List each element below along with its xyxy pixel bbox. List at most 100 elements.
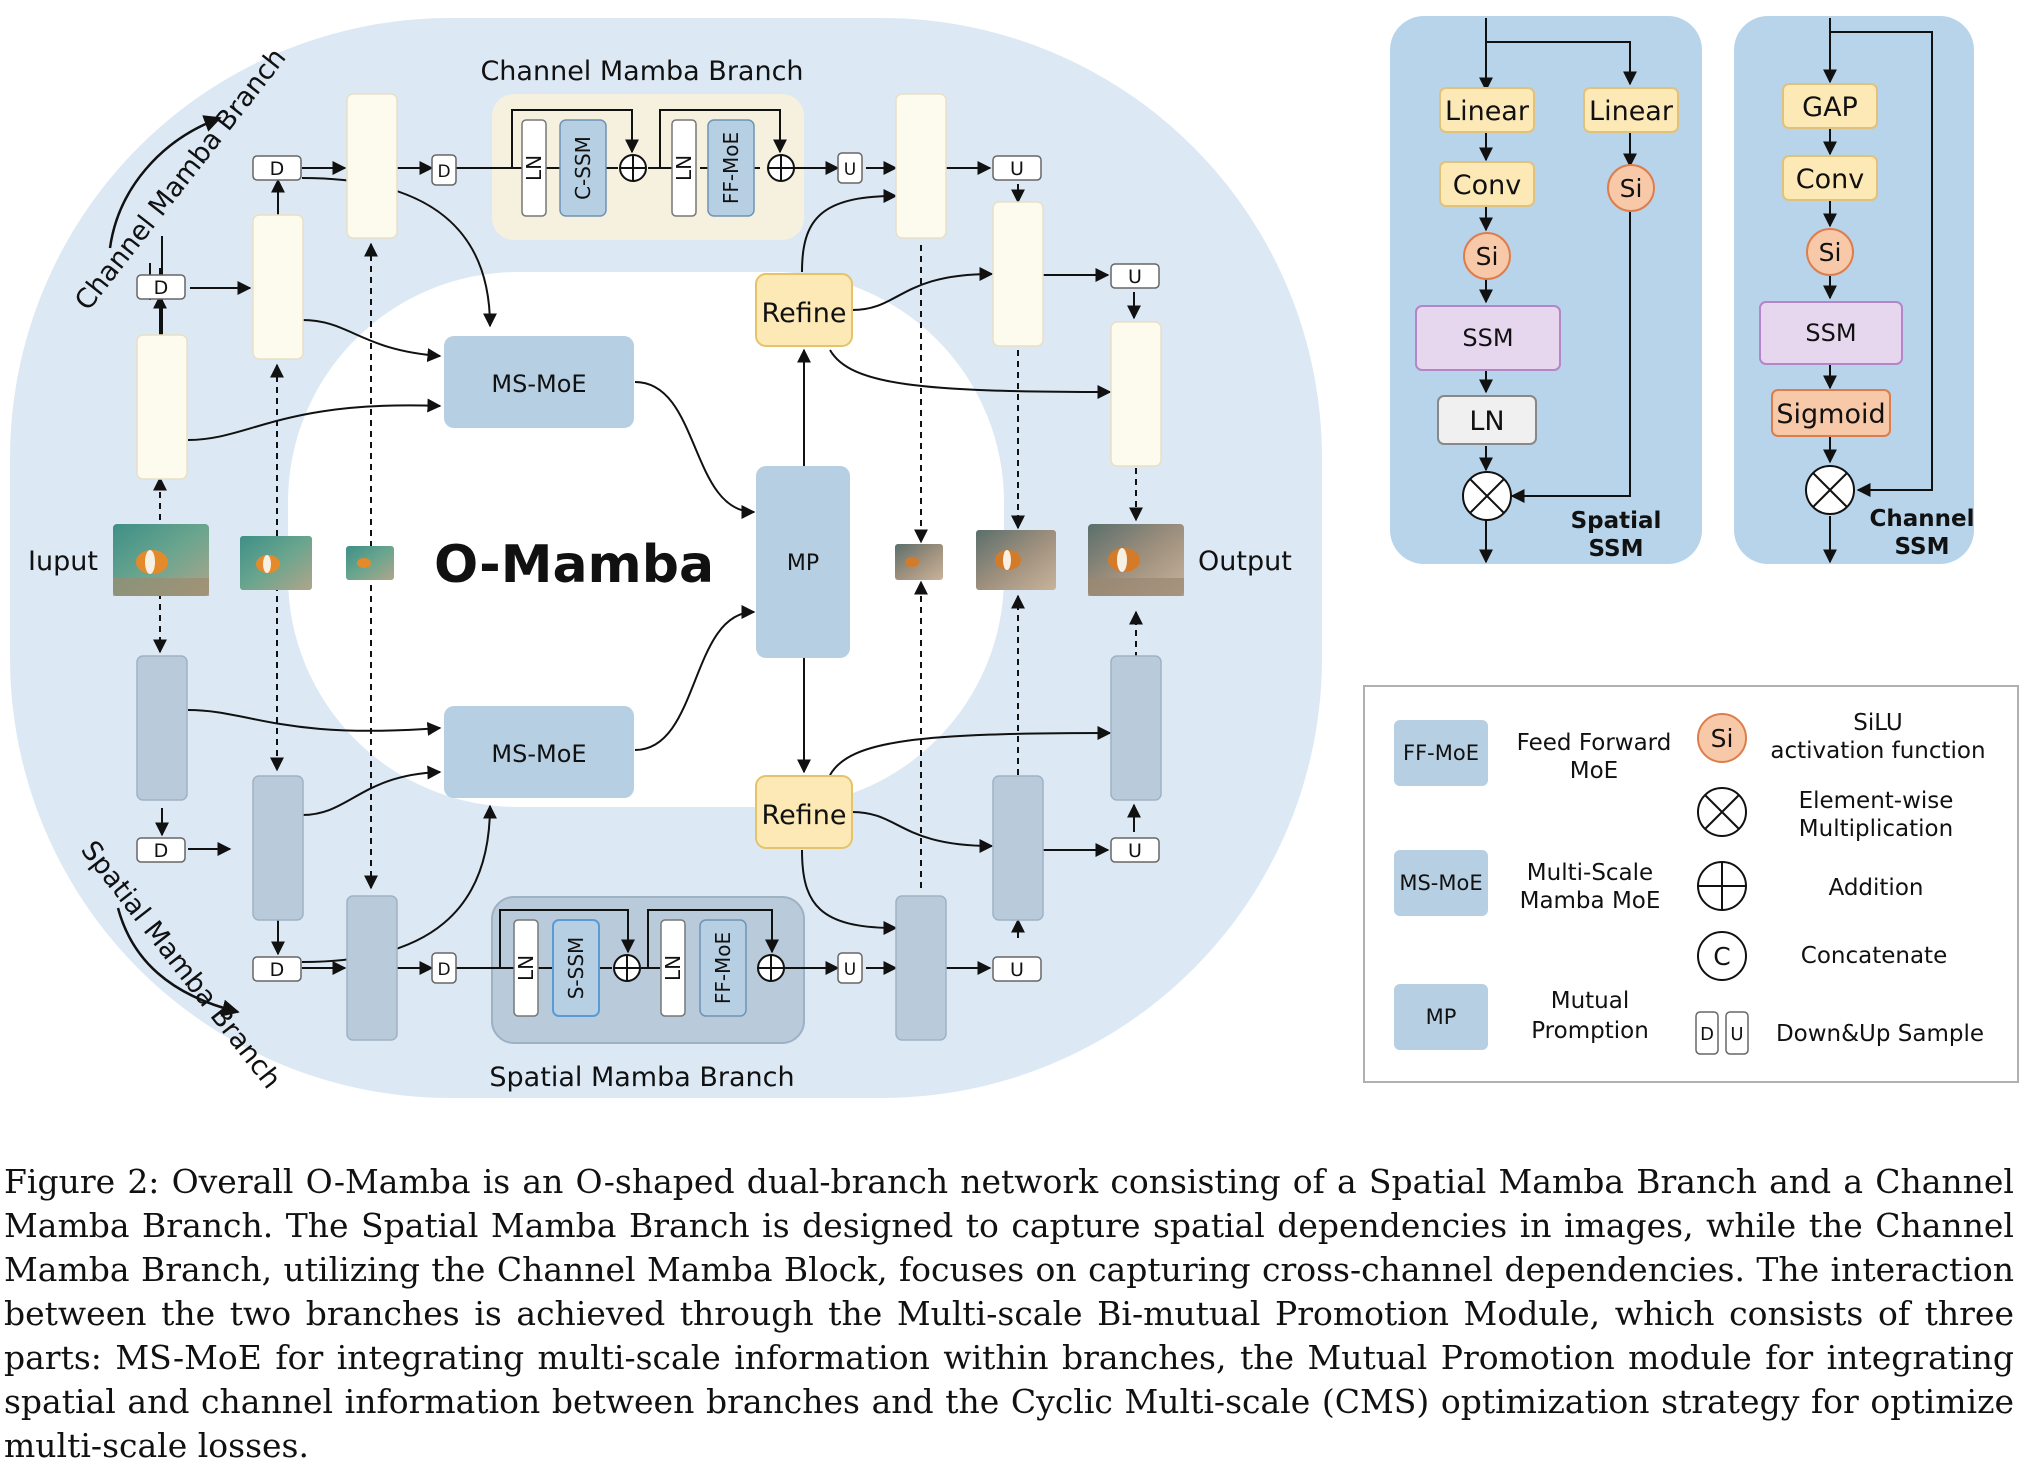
spatial-branch-title: Spatial Mamba Branch	[489, 1062, 794, 1093]
up-sample-box: U	[837, 952, 863, 984]
svg-text:SSM: SSM	[1805, 319, 1856, 347]
channel-ssm-panel: GAP Conv Si SSM Sigmoid Channel SSM	[1734, 16, 1975, 564]
down-sample-box: D	[252, 956, 302, 982]
svg-text:D: D	[270, 959, 285, 981]
ff-moe-box	[699, 919, 747, 1017]
spatial-decoder-block-2	[992, 775, 1044, 921]
up-sample-box: U	[837, 152, 863, 184]
svg-text:Multiplication: Multiplication	[1799, 816, 1953, 842]
svg-text:U: U	[1010, 959, 1024, 981]
svg-text:Si: Si	[1711, 724, 1734, 753]
input-image-quarter	[346, 546, 394, 580]
svg-text:MP: MP	[787, 551, 819, 576]
c-ssm-box	[559, 119, 607, 217]
input-label: Iuput	[28, 546, 98, 577]
input-image	[113, 524, 209, 596]
linear-box	[1583, 87, 1679, 133]
output-image-half	[976, 530, 1056, 590]
svg-text:Si: Si	[1476, 242, 1499, 271]
svg-text:D: D	[270, 158, 285, 180]
svg-text:Linear: Linear	[1589, 96, 1674, 127]
channel-encoder-block-2	[252, 214, 304, 360]
ssm-box	[1759, 301, 1903, 365]
spatial-encoder-block-3	[346, 895, 398, 1041]
svg-text:D: D	[1700, 1024, 1714, 1045]
svg-text:SSM: SSM	[1589, 536, 1644, 562]
svg-text:Sigmoid: Sigmoid	[1776, 399, 1885, 430]
ln-box	[513, 919, 539, 1017]
svg-text:Down&Up Sample: Down&Up Sample	[1776, 1021, 1984, 1047]
channel-mamba-block: LN C-SSM LN FF-MoE	[492, 109, 830, 217]
svg-text:MS-MoE: MS-MoE	[1399, 871, 1482, 895]
ff-moe-box	[707, 119, 755, 217]
svg-text:Si: Si	[1819, 238, 1842, 267]
svg-text:Linear: Linear	[1445, 96, 1530, 127]
svg-text:SSM: SSM	[1895, 534, 1950, 560]
down-sample-box: D	[136, 274, 186, 300]
svg-text:D: D	[437, 162, 450, 182]
silu-icon	[1463, 232, 1511, 280]
svg-text:MS-MoE: MS-MoE	[491, 740, 586, 768]
output-label: Output	[1198, 546, 1292, 577]
ln-box	[660, 919, 686, 1017]
svg-text:LN: LN	[522, 155, 546, 181]
svg-text:U: U	[844, 960, 856, 980]
legend-multiplication-icon	[1697, 787, 1747, 837]
channel-encoder-block-1	[136, 334, 188, 480]
svg-text:LN: LN	[672, 155, 696, 181]
up-sample-box: U	[1110, 837, 1160, 863]
down-sample-box: D	[431, 952, 457, 984]
sigmoid-box	[1771, 389, 1891, 437]
svg-text:Si: Si	[1620, 174, 1643, 203]
svg-text:GAP: GAP	[1802, 92, 1858, 123]
channel-branch-title: Channel Mamba Branch	[480, 56, 803, 87]
svg-text:Spatial: Spatial	[1571, 508, 1662, 534]
legend-mp-swatch	[1394, 984, 1488, 1050]
svg-text:D: D	[154, 277, 169, 299]
svg-text:U: U	[1128, 840, 1142, 862]
output-image-quarter	[895, 544, 943, 580]
channel-decoder-block-2	[992, 201, 1044, 347]
svg-text:Promption: Promption	[1531, 1018, 1649, 1044]
o-mamba-figure: Channel Mamba Branch Spatial Mamba Branc…	[10, 16, 2019, 1098]
refine-bottom: Refine	[755, 775, 853, 849]
legend-up-icon	[1725, 1011, 1749, 1055]
svg-text:Conv: Conv	[1453, 170, 1521, 201]
channel-feature-blocks	[136, 93, 1162, 480]
svg-text:LN: LN	[1469, 406, 1504, 437]
legend-ff-moe-swatch	[1394, 720, 1488, 786]
svg-text:C-SSM: C-SSM	[571, 136, 595, 200]
silu-icon	[1607, 164, 1655, 212]
refine-top: Refine	[755, 273, 853, 347]
legend-addition-icon	[1697, 861, 1747, 911]
svg-text:Refine: Refine	[762, 800, 847, 831]
svg-text:Addition: Addition	[1829, 875, 1924, 901]
svg-text:LN: LN	[514, 955, 538, 981]
svg-text:activation function: activation function	[1770, 738, 1985, 764]
sample-boxes: D D D U U U D D	[136, 152, 1160, 984]
svg-text:Multi-Scale: Multi-Scale	[1527, 860, 1653, 886]
up-sample-box: U	[1110, 263, 1160, 289]
mp-module: MP	[756, 466, 850, 658]
svg-text:Feed Forward: Feed Forward	[1517, 730, 1672, 756]
svg-text:Mamba MoE: Mamba MoE	[1520, 888, 1661, 914]
svg-text:S-SSM: S-SSM	[564, 937, 588, 1000]
spatial-decoder-block-3	[1110, 655, 1162, 801]
svg-text:Refine: Refine	[762, 298, 847, 329]
ssm-box	[1415, 305, 1561, 371]
svg-text:MoE: MoE	[1570, 758, 1618, 784]
spatial-feature-blocks	[136, 655, 1162, 1041]
ln-box	[521, 119, 547, 217]
spatial-mamba-block: LN S-SSM LN FF-MoE	[492, 909, 830, 1017]
svg-text:U: U	[1010, 158, 1024, 180]
spatial-encoder-block-2	[252, 775, 304, 921]
svg-text:SSM: SSM	[1462, 324, 1513, 352]
legend-concatenate-icon	[1697, 931, 1747, 981]
svg-text:U: U	[1730, 1024, 1743, 1045]
ms-moe-bottom: MS-MoE	[444, 706, 634, 798]
svg-text:FF-MoE: FF-MoE	[719, 132, 743, 204]
spatial-ssm-panel: Linear Linear Conv Si Si SSM LN Spatial …	[1390, 16, 1702, 564]
down-sample-box: D	[136, 837, 186, 863]
multiplication-icon	[1805, 465, 1855, 515]
channel-decoder-block-3	[1110, 321, 1162, 467]
